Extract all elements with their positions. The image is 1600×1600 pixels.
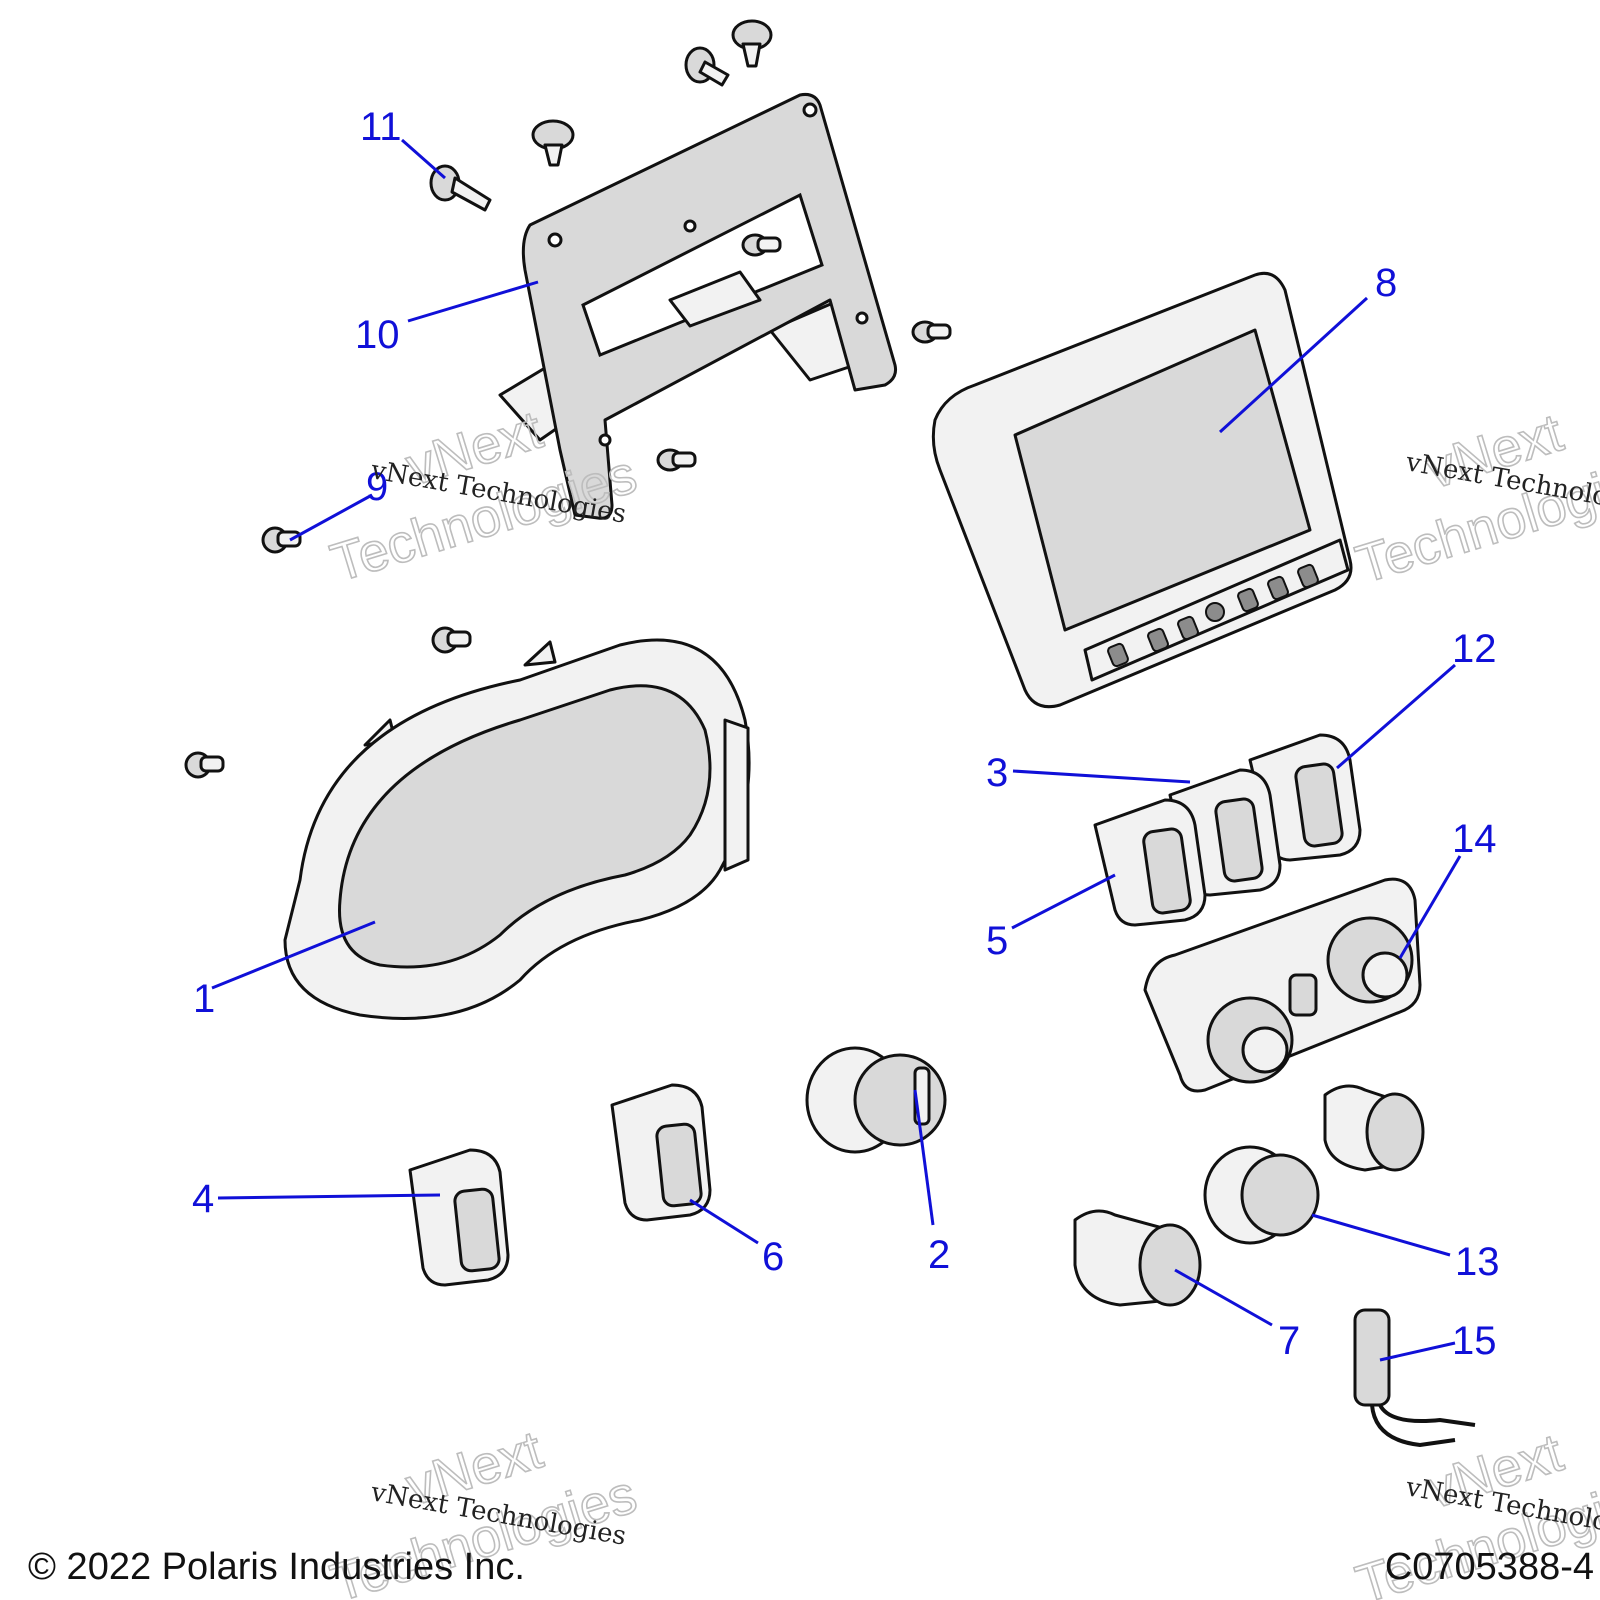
callout-11: 11 xyxy=(360,105,402,149)
leader-5 xyxy=(1011,873,1116,930)
callout-3: 3 xyxy=(986,751,1008,795)
callout-6: 6 xyxy=(762,1235,784,1279)
part-outlet-upper xyxy=(1323,1084,1425,1172)
callout-12: 12 xyxy=(1452,627,1497,671)
switch-part-5 xyxy=(1093,798,1207,927)
screw-top-2 xyxy=(684,46,730,87)
part-15-connector xyxy=(1353,1308,1476,1448)
rivet-9 xyxy=(261,526,302,554)
part-8-display xyxy=(931,271,1353,709)
leader-11 xyxy=(401,138,446,180)
callout-10: 10 xyxy=(355,313,400,357)
rivet-right xyxy=(911,320,952,344)
leader-9 xyxy=(289,493,373,542)
switch-part-4 xyxy=(408,1148,510,1287)
callout-15: 15 xyxy=(1452,1319,1497,1363)
switch-part-12 xyxy=(1248,733,1362,862)
callout-5: 5 xyxy=(986,919,1008,963)
rivet-gauge-left xyxy=(184,751,225,779)
rivet-mid xyxy=(656,448,697,472)
leader-6 xyxy=(689,1198,759,1245)
leader-7 xyxy=(1174,1268,1273,1327)
leader-15 xyxy=(1379,1341,1456,1362)
rivet-gauge-top xyxy=(431,626,472,654)
leader-13 xyxy=(1311,1213,1451,1257)
callout-8: 8 xyxy=(1375,261,1397,305)
drawing-number: C0705388-4 xyxy=(1384,1546,1594,1588)
screw-11 xyxy=(429,164,492,212)
callout-4: 4 xyxy=(192,1177,214,1221)
leader-8 xyxy=(1218,296,1369,434)
part-7-power-outlet xyxy=(1073,1209,1202,1307)
leader-4 xyxy=(217,1193,441,1200)
callout-7: 7 xyxy=(1278,1319,1300,1363)
callout-13: 13 xyxy=(1455,1240,1500,1284)
part-1-gauge-cluster xyxy=(283,638,751,1020)
callout-1: 1 xyxy=(193,977,215,1021)
leader-2 xyxy=(913,1089,935,1226)
leader-1 xyxy=(211,920,376,990)
leader-14 xyxy=(1398,855,1462,959)
callout-labels: 1 2 3 4 5 6 7 8 9 10 11 12 13 14 15 xyxy=(192,105,1500,1363)
rivet-bracket xyxy=(741,233,782,257)
part-13-usb-outlet xyxy=(1203,1145,1320,1245)
leader-lines xyxy=(211,138,1462,1362)
screw-top-1 xyxy=(531,119,575,167)
callout-14: 14 xyxy=(1452,817,1497,861)
leader-3 xyxy=(1012,769,1191,784)
switch-part-6 xyxy=(610,1083,712,1222)
leader-12 xyxy=(1336,663,1456,770)
part-14-control-panel xyxy=(1143,877,1422,1093)
leader-10 xyxy=(407,280,539,323)
part-2-key-switch xyxy=(805,1046,947,1154)
callout-9: 9 xyxy=(366,465,388,509)
callout-2: 2 xyxy=(928,1233,950,1277)
part-10-bracket xyxy=(498,93,897,520)
screw-top-3 xyxy=(731,19,773,68)
copyright-notice: © 2022 Polaris Industries Inc. xyxy=(28,1546,525,1588)
screws xyxy=(184,19,952,779)
